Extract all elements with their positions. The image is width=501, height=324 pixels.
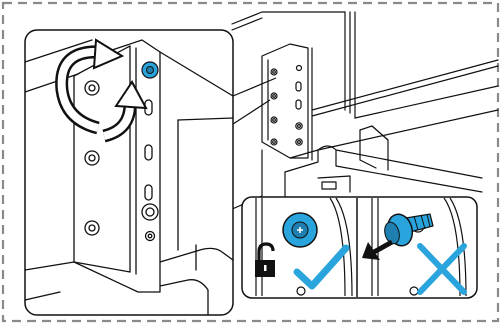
- cabinet-scene: [230, 12, 498, 210]
- detail-panel: [25, 30, 276, 315]
- comparison-inset: [242, 197, 477, 298]
